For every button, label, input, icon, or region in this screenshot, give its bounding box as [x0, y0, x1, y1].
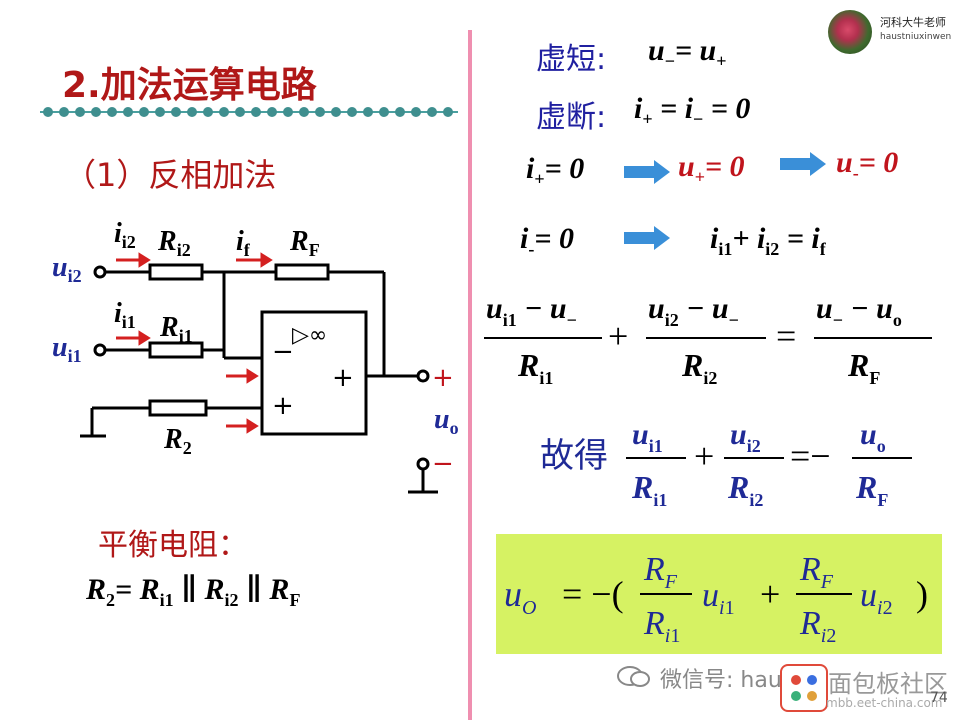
final-formula-box: uO = −( RF Ri1 ui1 + RF Ri2 ui2 ) [496, 534, 942, 654]
virtual-open-label: 虚断: [536, 100, 607, 135]
section-subtitle: （1）反相加法 [64, 156, 277, 194]
site-name: 面包板社区 [828, 670, 948, 698]
label-uo: uo [434, 404, 459, 438]
svg-text:u− − uo: u− − uo [816, 292, 902, 330]
arrow-right-icon [624, 226, 670, 250]
logo-sub: haustniuxinwen [880, 32, 952, 42]
virtual-short-label: 虚短: [536, 42, 607, 77]
result-equation: ui1 Ri1 + ui2 Ri2 =− uo RF [626, 418, 912, 510]
title-underline-ornament [40, 107, 458, 117]
im-zero: i-= 0 [520, 222, 574, 259]
wechat-icon [616, 664, 652, 688]
balance-label: 平衡电阻： [98, 528, 248, 563]
label-Ri2: Ri2 [157, 226, 191, 260]
balance-formula: R2= Ri1 ∥ Ri2 ∥ RF [86, 573, 301, 610]
svg-text:+: + [694, 436, 714, 476]
virtual-open-eq: i+ = i− = 0 [634, 92, 751, 129]
arrow-right-icon [780, 152, 826, 176]
logo-avatar [828, 10, 872, 54]
svg-text:ui2: ui2 [730, 418, 761, 456]
svg-text:): ) [916, 574, 928, 614]
wechat-id: 微信号: hau [660, 668, 782, 693]
svg-text:Ri1: Ri1 [631, 469, 667, 510]
vertical-divider [468, 30, 472, 720]
logo-caption: 河科大牛老师 [880, 16, 946, 29]
label-R2: R2 [163, 424, 192, 458]
svg-text:Ri1: Ri1 [517, 347, 553, 388]
svg-text:=: = [776, 316, 796, 356]
svg-text:=−: =− [790, 436, 831, 476]
svg-text:RF: RF [643, 551, 678, 593]
inverting-summing-circuit: ii2 Ri2 if RF ui2 ii1 Ri1 ui1 R2 uo − + … [52, 218, 459, 494]
svg-text:Ri2: Ri2 [727, 469, 763, 510]
kcl-currents: ii1+ ii2 = if [710, 222, 826, 259]
up-zero: u+= 0 [678, 150, 745, 187]
svg-text:Ri2: Ri2 [799, 605, 836, 647]
final-formula: uO = −( RF Ri1 ui1 + RF Ri2 ui2 ) [504, 551, 928, 647]
label-Ri1: Ri1 [159, 312, 193, 346]
ip-zero: i+= 0 [526, 152, 585, 189]
output-minus: − [432, 449, 454, 479]
label-ui1: ui1 [52, 332, 82, 366]
opamp-minus: − [272, 337, 294, 367]
opamp-symbol: ▷∞ [292, 323, 327, 348]
page-number: 74 [930, 690, 948, 706]
label-if: if [236, 226, 251, 260]
site-logo-icon [780, 664, 828, 712]
site-url: mbb.eet-china.com [826, 696, 943, 710]
svg-text:ui1 − u−: ui1 − u− [486, 292, 577, 330]
um-zero: u-= 0 [836, 146, 899, 183]
page-title: 2.加法运算电路 [62, 65, 317, 106]
svg-text:ui1: ui1 [632, 418, 663, 456]
svg-text:uo: uo [860, 418, 886, 456]
label-ii2: ii2 [114, 218, 136, 252]
svg-text:ui1: ui1 [702, 577, 735, 619]
svg-text:RF: RF [847, 347, 880, 388]
svg-text:Ri2: Ri2 [681, 347, 717, 388]
kcl-equation: ui1 − u− Ri1 + ui2 − u− Ri2 = u− − uo RF [484, 292, 932, 388]
virtual-short-eq: u−= u+ [648, 34, 727, 71]
opamp-plus: + [272, 391, 294, 421]
label-ii1: ii1 [114, 298, 136, 332]
svg-text:Ri1: Ri1 [643, 605, 680, 647]
label-RF: RF [289, 226, 320, 260]
svg-text:uO: uO [504, 574, 536, 619]
svg-text:ui2 − u−: ui2 − u− [648, 292, 739, 330]
arrow-right-icon [624, 160, 670, 184]
output-plus: + [432, 363, 454, 393]
label-ui2: ui2 [52, 252, 82, 286]
result-prefix: 故得 [540, 436, 608, 476]
opamp-out-plus: + [332, 363, 354, 393]
svg-text:+: + [760, 574, 780, 614]
svg-text:RF: RF [855, 469, 888, 510]
svg-text:= −(: = −( [562, 574, 624, 614]
svg-text:+: + [608, 316, 628, 356]
svg-text:RF: RF [799, 551, 834, 593]
svg-text:ui2: ui2 [860, 577, 893, 619]
